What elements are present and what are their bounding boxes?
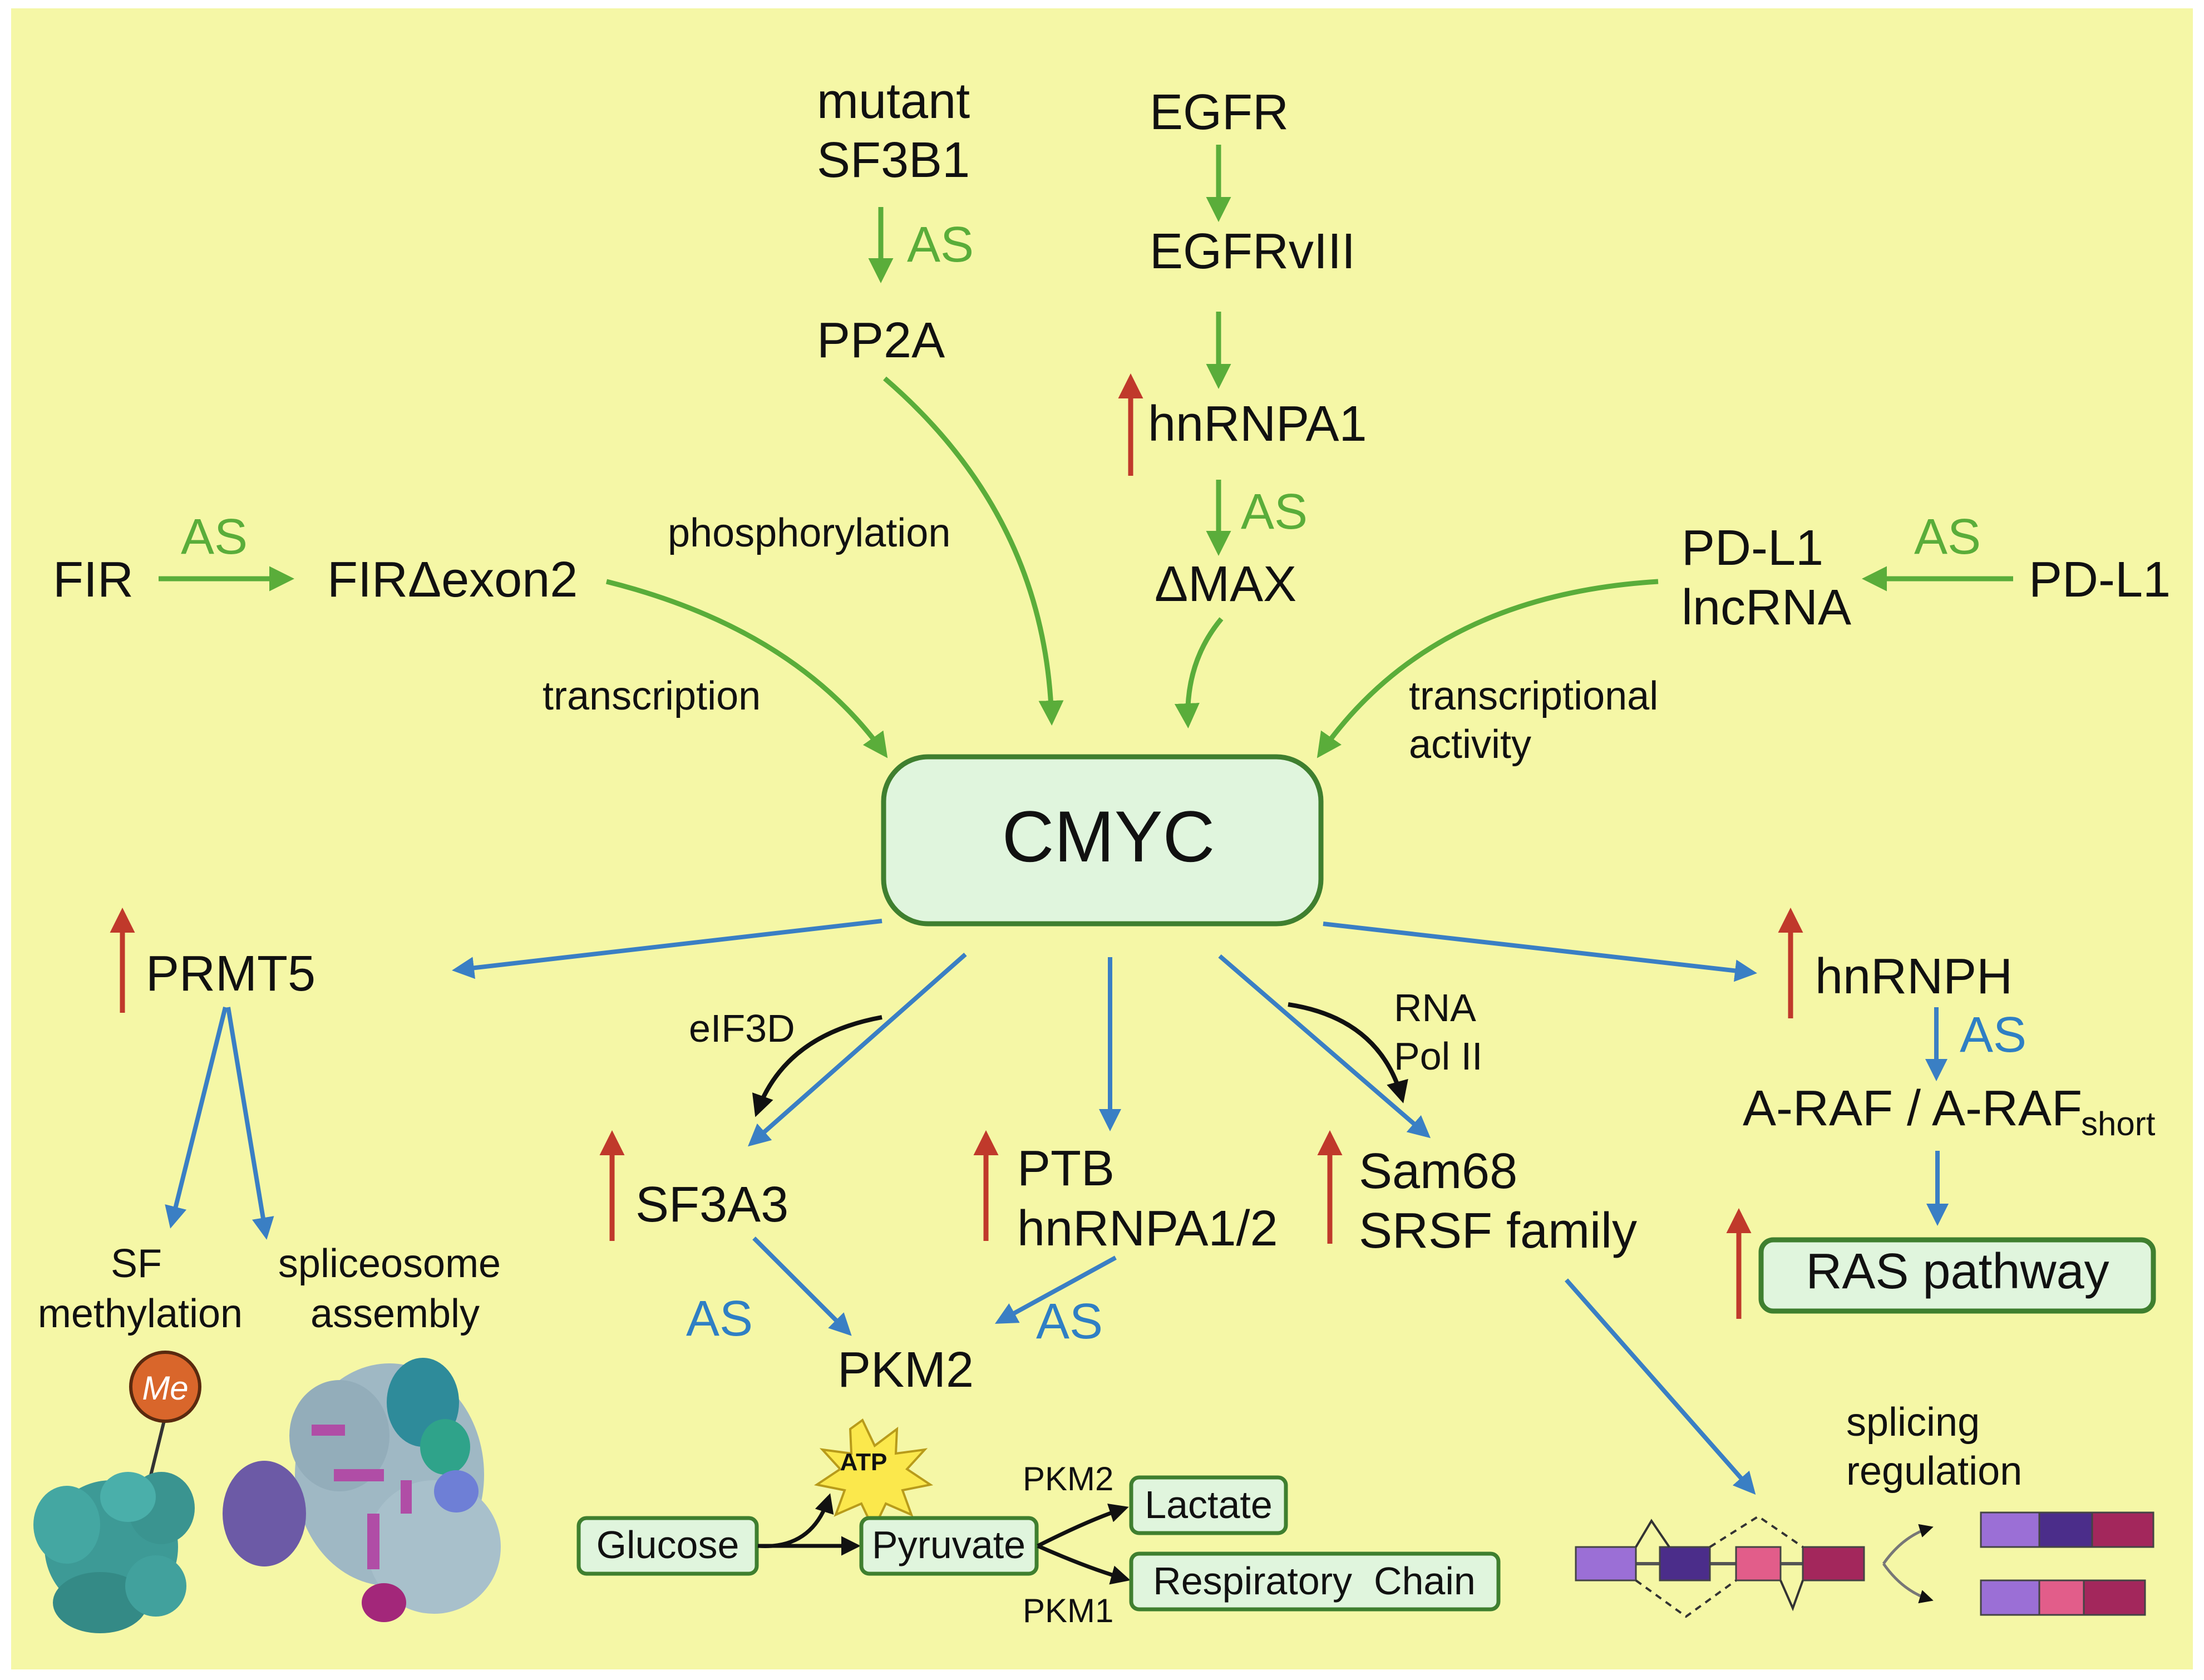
ptb-label-2: hnRNPA1/2 [1017, 1201, 1278, 1257]
ras-pathway-box [1758, 1237, 2156, 1314]
rna-pol-ii-arrow [1288, 1002, 1408, 1103]
mutant-sf3b1-label-1: mutant [817, 73, 970, 129]
pkm1-small-label: PKM1 [1023, 1592, 1113, 1629]
transcription-label: transcription [543, 674, 761, 718]
hnrnph-label: hnRNPH [1815, 949, 2013, 1004]
lactate-label: Lactate [1145, 1483, 1273, 1526]
transcriptional-activity-label-2: activity [1409, 722, 1531, 767]
prmt5-label: PRMT5 [146, 946, 315, 1002]
isoform-a-exon-3 [2091, 1511, 2154, 1548]
splicing-regulation-label-2: regulation [1846, 1449, 2022, 1494]
atp-label: ATP [840, 1449, 887, 1476]
isoform-a-exon-1 [1980, 1511, 2040, 1548]
hnrnpa1-label: hnRNPA1 [1148, 396, 1367, 452]
pp2a-label: PP2A [817, 313, 945, 368]
pp2a-to-cmyc-arrow [883, 376, 1064, 726]
spliceosome-icon [223, 1358, 501, 1622]
sam68-to-splicing-arrow [1564, 1278, 1756, 1495]
as-label-fir: AS [181, 509, 248, 565]
phosphorylation-label: phosphorylation [668, 511, 950, 555]
pdl1-lncrna-to-cmyc-arrow [1317, 579, 1659, 758]
exon-3 [1735, 1546, 1782, 1582]
pdl1-label: PD-L1 [2029, 552, 2171, 608]
pkm2-small-label: PKM2 [1023, 1460, 1113, 1497]
cmyc-to-hnrnph-arrow [1323, 922, 1757, 982]
cmyc-box [881, 754, 1324, 927]
prmt5-to-spliceosome-arrow [226, 1007, 274, 1240]
as-label-ptb: AS [1036, 1294, 1103, 1349]
pdl1-lncrna-label-1: PD-L1 [1682, 520, 1823, 576]
exon-4 [1802, 1546, 1865, 1582]
ras-pathway-label: RAS pathway [1806, 1244, 2109, 1299]
sam68-label-2: SRSF family [1359, 1203, 1637, 1259]
ptb-to-pkm2-arrow [994, 1255, 1117, 1324]
glucose-label: Glucose [596, 1523, 739, 1566]
sam68-label-1: Sam68 [1359, 1144, 1517, 1199]
glucose-box [576, 1516, 759, 1576]
respiratory-chain-box [1129, 1551, 1501, 1612]
pkm2-label: PKM2 [837, 1342, 974, 1398]
sf3a3-to-pkm2-arrow [752, 1236, 852, 1336]
methylated-protein-icon [33, 1416, 195, 1633]
isoform-b-exon-2 [2038, 1579, 2085, 1616]
prmt5-to-sf-methylation-arrow [165, 1007, 228, 1229]
araf-label: A-RAF / A-RAF [1743, 1081, 2082, 1136]
eif3d-arrow [752, 1015, 882, 1117]
araf-short-sub: short [2081, 1105, 2156, 1142]
respiratory-chain-label: Respiratory Chain [1153, 1559, 1476, 1603]
ptb-label-1: PTB [1017, 1141, 1115, 1196]
spliceosome-assembly-label-2: assembly [310, 1292, 480, 1336]
pdl1-lncrna-label-2: lncRNA [1682, 580, 1851, 635]
spliceosome-assembly-label-1: spliceosome [278, 1241, 501, 1286]
as-label-hnrnpa1: AS [1241, 484, 1308, 540]
sf-methylation-label-2: methylation [38, 1292, 243, 1336]
dmax-to-cmyc-arrow [1174, 617, 1224, 728]
cmyc-label: CMYC [1002, 796, 1215, 877]
eif3d-label: eIF3D [689, 1007, 795, 1050]
exon-1 [1575, 1546, 1637, 1582]
transcriptional-activity-label-1: transcriptional [1409, 674, 1658, 718]
rna-pol-ii-label-1: RNA [1394, 986, 1476, 1029]
me-badge-icon [129, 1351, 201, 1423]
pyruvate-label: Pyruvate [872, 1523, 1025, 1566]
exon-2 [1659, 1546, 1711, 1582]
pre-mrna-exon-diagram [1575, 1511, 2154, 1618]
rna-pol-ii-label-2: Pol II [1394, 1034, 1483, 1078]
sf3a3-label: SF3A3 [635, 1177, 788, 1233]
egfr-label: EGFR [1150, 85, 1289, 140]
as-label-sf3b1: AS [907, 217, 974, 273]
cmyc-to-prmt5-arrow [452, 919, 882, 979]
mutant-sf3b1-label-2: SF3B1 [817, 132, 970, 188]
lactate-box [1129, 1475, 1288, 1535]
me-badge-label: Me [142, 1369, 188, 1407]
splicing-regulation-label-1: splicing [1846, 1400, 1980, 1445]
sf-methylation-label-1: SF [111, 1241, 162, 1286]
isoform-b-exon-3 [2083, 1579, 2146, 1616]
as-label-sf3a3: AS [686, 1291, 753, 1347]
fir-dexon2-label: FIRΔexon2 [327, 552, 578, 608]
egfrviii-label: EGFRvIII [1150, 224, 1355, 279]
dmax-label: ΔMAX [1155, 556, 1296, 612]
as-label-hnrnph: AS [1960, 1007, 2027, 1063]
fir-dexon2-to-cmyc-arrow [605, 579, 888, 758]
isoform-a-exon-2 [2038, 1511, 2093, 1548]
fir-label: FIR [53, 552, 134, 608]
as-label-pdl1: AS [1914, 509, 1981, 565]
isoform-b-exon-1 [1980, 1579, 2040, 1616]
pyruvate-to-lactate-arrow [1037, 1503, 1129, 1548]
cmyc-to-sf3a3-arrow [748, 953, 967, 1147]
pyruvate-box [859, 1516, 1039, 1576]
pyruvate-to-respiratory-arrow [1037, 1544, 1131, 1585]
cmyc-to-sam68-arrow [1218, 954, 1431, 1139]
